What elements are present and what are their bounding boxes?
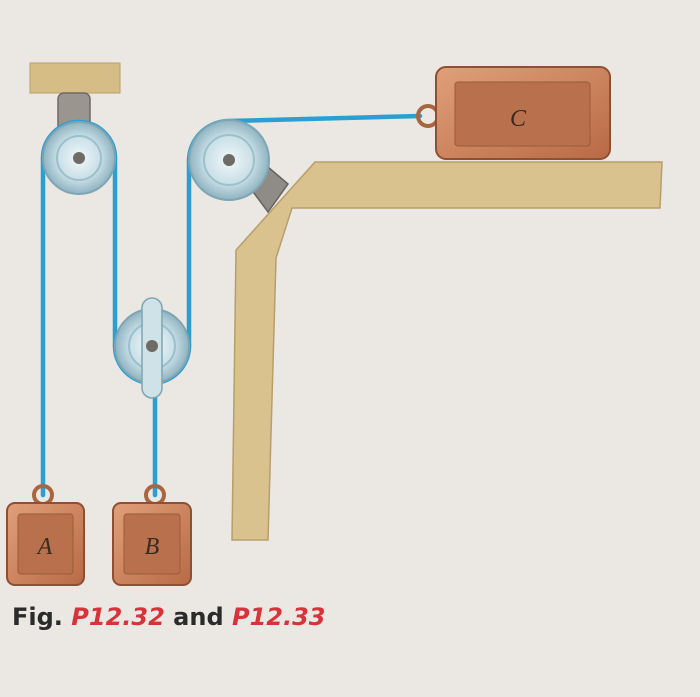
block-b-label: B xyxy=(145,534,160,560)
ceiling-support xyxy=(29,62,121,94)
pulley-top-right xyxy=(188,119,270,201)
pulley-movable xyxy=(114,297,190,399)
ledge xyxy=(231,161,663,541)
block-b: B xyxy=(112,484,192,586)
block-c: C xyxy=(416,66,611,160)
caption-ref-2: P12.33 xyxy=(231,603,326,631)
block-c-label: C xyxy=(510,106,527,132)
pulley-left xyxy=(42,121,116,195)
caption-conjunction: and xyxy=(173,603,224,631)
figure-caption: Fig. P12.32 and P12.33 xyxy=(12,603,326,631)
caption-ref-1: P12.32 xyxy=(71,603,165,631)
caption-prefix: Fig. xyxy=(12,603,63,631)
block-a-label: A xyxy=(36,534,53,560)
block-a: A xyxy=(6,484,85,586)
